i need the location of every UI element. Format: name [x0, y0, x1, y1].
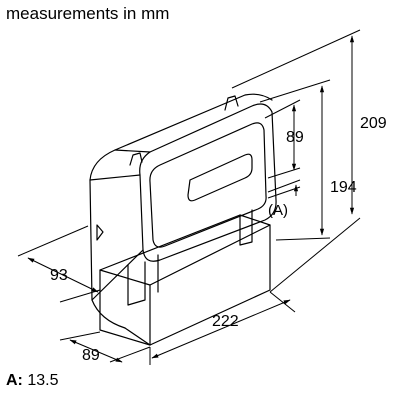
- outlet-slot: [187, 153, 253, 202]
- clip-left: [129, 152, 143, 166]
- outlet-frame: [139, 103, 277, 262]
- footnote: A: 13.5: [6, 372, 58, 390]
- dim-line-222: [151, 299, 291, 359]
- dim-label-93: 93: [50, 267, 68, 284]
- dim-line-93: [27, 257, 99, 293]
- footnote-value: 13.5: [27, 372, 59, 389]
- elbow-front-face: [89, 179, 126, 329]
- clip-right: [224, 95, 239, 111]
- dim-label-89-opening: 89: [286, 129, 304, 146]
- dim-line-89-base: [69, 339, 123, 363]
- dim-label-222: 222: [212, 313, 239, 330]
- units-heading: measurements in mm: [6, 4, 170, 23]
- outlet-opening: [149, 122, 267, 248]
- support-tab-left: [127, 261, 146, 306]
- dim-label-209: 209: [360, 115, 387, 132]
- base-front: [99, 269, 151, 346]
- footnote-key: A:: [6, 372, 23, 389]
- base-top: [99, 214, 271, 286]
- dim-label-89-base: 89: [82, 347, 100, 364]
- callout-label-a: (A): [268, 202, 288, 219]
- side-tab: [96, 224, 104, 241]
- elbow-top-surface: [89, 93, 273, 181]
- dim-label-194: 194: [330, 179, 357, 196]
- support-tab-right: [239, 209, 253, 246]
